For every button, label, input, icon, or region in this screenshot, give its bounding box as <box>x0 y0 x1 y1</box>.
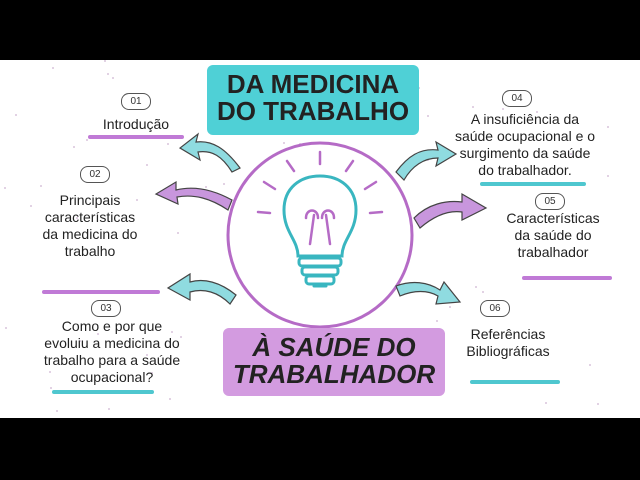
background-dot <box>607 175 609 177</box>
background-dot <box>30 205 32 207</box>
item-05-line-3: trabalhador <box>517 244 589 260</box>
background-dot <box>570 153 572 155</box>
background-dot <box>104 60 106 62</box>
arrow-to-04 <box>395 140 458 181</box>
background-dot <box>502 108 504 110</box>
background-dot <box>97 333 99 335</box>
item-03-line-2: evoluiu a medicina do <box>44 335 180 351</box>
background-dot <box>136 199 138 201</box>
diagram-canvas: DA MEDICINA DO TRABALHO À SAÚDE DO TRABA… <box>0 60 640 418</box>
item-03-label: Como e por que evoluiu a medicina do tra… <box>22 318 202 386</box>
item-06-line-1: Referências <box>470 326 546 342</box>
item-04-underline <box>480 182 586 186</box>
item-01-underline <box>88 135 184 139</box>
title-top-line-2: DO TRABALHO <box>216 96 410 127</box>
item-05-badge: 05 <box>535 193 565 210</box>
arrow-to-05 <box>413 192 488 229</box>
item-02-line-1: Principais <box>59 192 121 208</box>
background-dot <box>50 387 52 389</box>
background-dot <box>475 286 477 288</box>
item-02-underline <box>42 290 160 294</box>
background-dot <box>86 139 88 141</box>
item-05-label: Características da saúde do trabalhador <box>488 210 618 261</box>
background-dot <box>205 186 207 188</box>
item-02-line-2: características <box>44 209 136 225</box>
lightbulb-icon <box>256 150 384 288</box>
background-dot <box>177 232 179 234</box>
arrow-to-01 <box>178 132 241 173</box>
item-05-underline <box>522 276 612 280</box>
background-dot <box>436 320 438 322</box>
item-04-label: A insuficiência da saúde ocupacional e o… <box>444 111 606 179</box>
title-bottom-line-2: TRABALHADOR <box>232 359 436 390</box>
background-dot <box>418 87 420 89</box>
background-dot <box>79 340 81 342</box>
background-dot <box>4 187 6 189</box>
item-02-line-3: da medicina do <box>42 226 138 242</box>
background-dot <box>427 159 429 161</box>
item-05-line-1: Características <box>506 210 600 226</box>
background-dot <box>472 106 474 108</box>
item-04-line-2: saúde ocupacional e o <box>454 128 596 144</box>
background-dot <box>607 126 609 128</box>
background-dot <box>108 408 110 410</box>
background-dot <box>545 402 547 404</box>
background-dot <box>482 291 484 293</box>
background-dot <box>73 146 75 148</box>
background-dot <box>169 398 171 400</box>
item-03-line-4: ocupacional? <box>70 369 154 385</box>
item-04-badge: 04 <box>502 90 532 107</box>
diagram-graphics <box>154 132 488 329</box>
item-04-line-4: do trabalhador. <box>478 162 572 178</box>
background-dot <box>167 143 169 145</box>
background-dot <box>146 354 148 356</box>
background-dot <box>449 306 451 308</box>
background-dot <box>146 164 148 166</box>
arrow-to-03 <box>166 272 237 305</box>
background-dot <box>112 77 114 79</box>
background-dot <box>5 327 7 329</box>
item-06-underline <box>470 380 560 384</box>
background-dot <box>107 73 109 75</box>
background-dot <box>76 217 78 219</box>
title-bottom-line-1: À SAÚDE DO <box>252 332 416 362</box>
background-dot <box>427 115 429 117</box>
background-dot <box>283 142 285 144</box>
item-01-label: Introdução <box>88 116 184 133</box>
title-bottom: À SAÚDE DO TRABALHADOR <box>223 328 445 396</box>
arrow-to-06 <box>395 280 462 305</box>
title-top: DA MEDICINA DO TRABALHO <box>207 65 419 135</box>
arrow-to-02 <box>154 180 233 211</box>
item-01-badge: 01 <box>121 93 151 110</box>
background-dot <box>40 185 42 187</box>
background-dot <box>52 67 54 69</box>
item-04-line-3: surgimento da saúde <box>459 145 591 161</box>
title-top-line-1: DA MEDICINA <box>226 69 400 99</box>
background-dot <box>151 372 153 374</box>
item-03-badge: 03 <box>91 300 121 317</box>
item-02-label: Principais características da medicina d… <box>28 192 152 260</box>
background-dot <box>171 331 173 333</box>
item-06-line-2: Bibliográficas <box>466 343 550 359</box>
background-dot <box>56 410 58 412</box>
item-03-line-3: trabalho para a saúde <box>43 352 181 368</box>
item-04-line-1: A insuficiência da <box>470 111 580 127</box>
item-05-line-2: da saúde do <box>514 227 592 243</box>
item-06-label: Referências Bibliográficas <box>452 326 564 360</box>
background-dot <box>49 371 51 373</box>
background-dot <box>597 403 599 405</box>
item-06-badge: 06 <box>480 300 510 317</box>
item-03-line-1: Como e por que <box>61 318 163 334</box>
item-03-underline <box>52 390 154 394</box>
background-dot <box>223 183 225 185</box>
item-02-badge: 02 <box>80 166 110 183</box>
background-dot <box>536 111 538 113</box>
item-02-line-4: trabalho <box>64 243 116 259</box>
item-01-line-1: Introdução <box>102 116 170 132</box>
background-dot <box>15 114 17 116</box>
background-dot <box>180 336 182 338</box>
background-dot <box>589 364 591 366</box>
